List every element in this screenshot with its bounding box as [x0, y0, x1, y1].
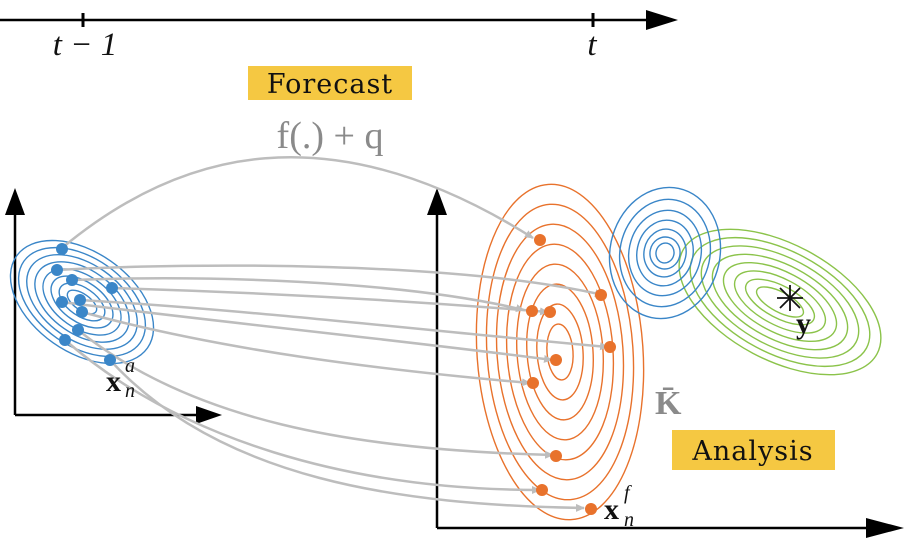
- analysis-state-label: x a n: [106, 355, 135, 402]
- forecast-highlight: [248, 66, 412, 100]
- analysis-label-group: Analysis: [672, 430, 835, 470]
- forecast-point: [604, 341, 616, 353]
- analysis-point: [59, 334, 71, 346]
- left-x-arrowhead: [196, 406, 222, 424]
- forecast-point: [550, 450, 562, 462]
- forecast-label-group: Forecast f(.) + q: [248, 66, 412, 157]
- analysis-point: [74, 294, 86, 306]
- right-y-arrowhead: [427, 188, 447, 215]
- forecast-label: Forecast: [267, 69, 393, 100]
- timeline: t − 1 t: [0, 10, 678, 63]
- analysis-point: [72, 324, 84, 336]
- analysis-point: [66, 274, 78, 286]
- observation-contours: [678, 228, 882, 376]
- forecast-contours: [475, 183, 645, 521]
- forecast-point: [595, 289, 607, 301]
- analysis-highlight: [672, 430, 835, 470]
- forecast-point: [585, 503, 597, 515]
- forecast-point: [536, 484, 548, 496]
- timeline-arrowhead: [646, 10, 678, 30]
- analysis-point: [56, 296, 68, 308]
- left-y-arrowhead: [5, 188, 25, 215]
- right-axes: [427, 188, 904, 538]
- forecast-state-sub: n: [624, 509, 634, 531]
- left-axes: [5, 188, 222, 424]
- observation-label: y: [796, 307, 811, 340]
- analysis-label: Analysis: [691, 436, 813, 467]
- forecast-state-symbol: x: [604, 493, 619, 526]
- tick-label-prev: t − 1: [53, 27, 117, 63]
- analysis-ensemble-points: [51, 243, 118, 366]
- forecast-arrows: [56, 156, 609, 512]
- analysis-state-sub: n: [125, 380, 135, 402]
- forecast-point: [550, 354, 562, 366]
- forecast-state-label: x f n: [604, 482, 634, 531]
- analysis-state-symbol: x: [106, 365, 121, 398]
- analysis-contours-right: [608, 186, 722, 320]
- forecast-point: [527, 377, 539, 389]
- forecast-point: [534, 234, 546, 246]
- analysis-point: [104, 354, 116, 366]
- forecast-point: [544, 306, 556, 318]
- forecast-point: [526, 305, 538, 317]
- tick-label-curr: t: [587, 27, 597, 63]
- analysis-point: [106, 282, 118, 294]
- observation-star-icon: [777, 285, 803, 311]
- right-x-arrowhead: [866, 518, 904, 538]
- analysis-point: [51, 264, 63, 276]
- forecast-state-sup: f: [624, 482, 632, 504]
- analysis-point: [76, 306, 88, 318]
- analysis-point: [56, 243, 68, 255]
- analysis-contours-left: [9, 239, 155, 365]
- forecast-ensemble-points: [526, 234, 616, 515]
- forecast-operator: f(.) + q: [277, 115, 384, 157]
- analysis-state-sup: a: [125, 355, 135, 377]
- kalman-gain-label: K̄: [655, 385, 682, 422]
